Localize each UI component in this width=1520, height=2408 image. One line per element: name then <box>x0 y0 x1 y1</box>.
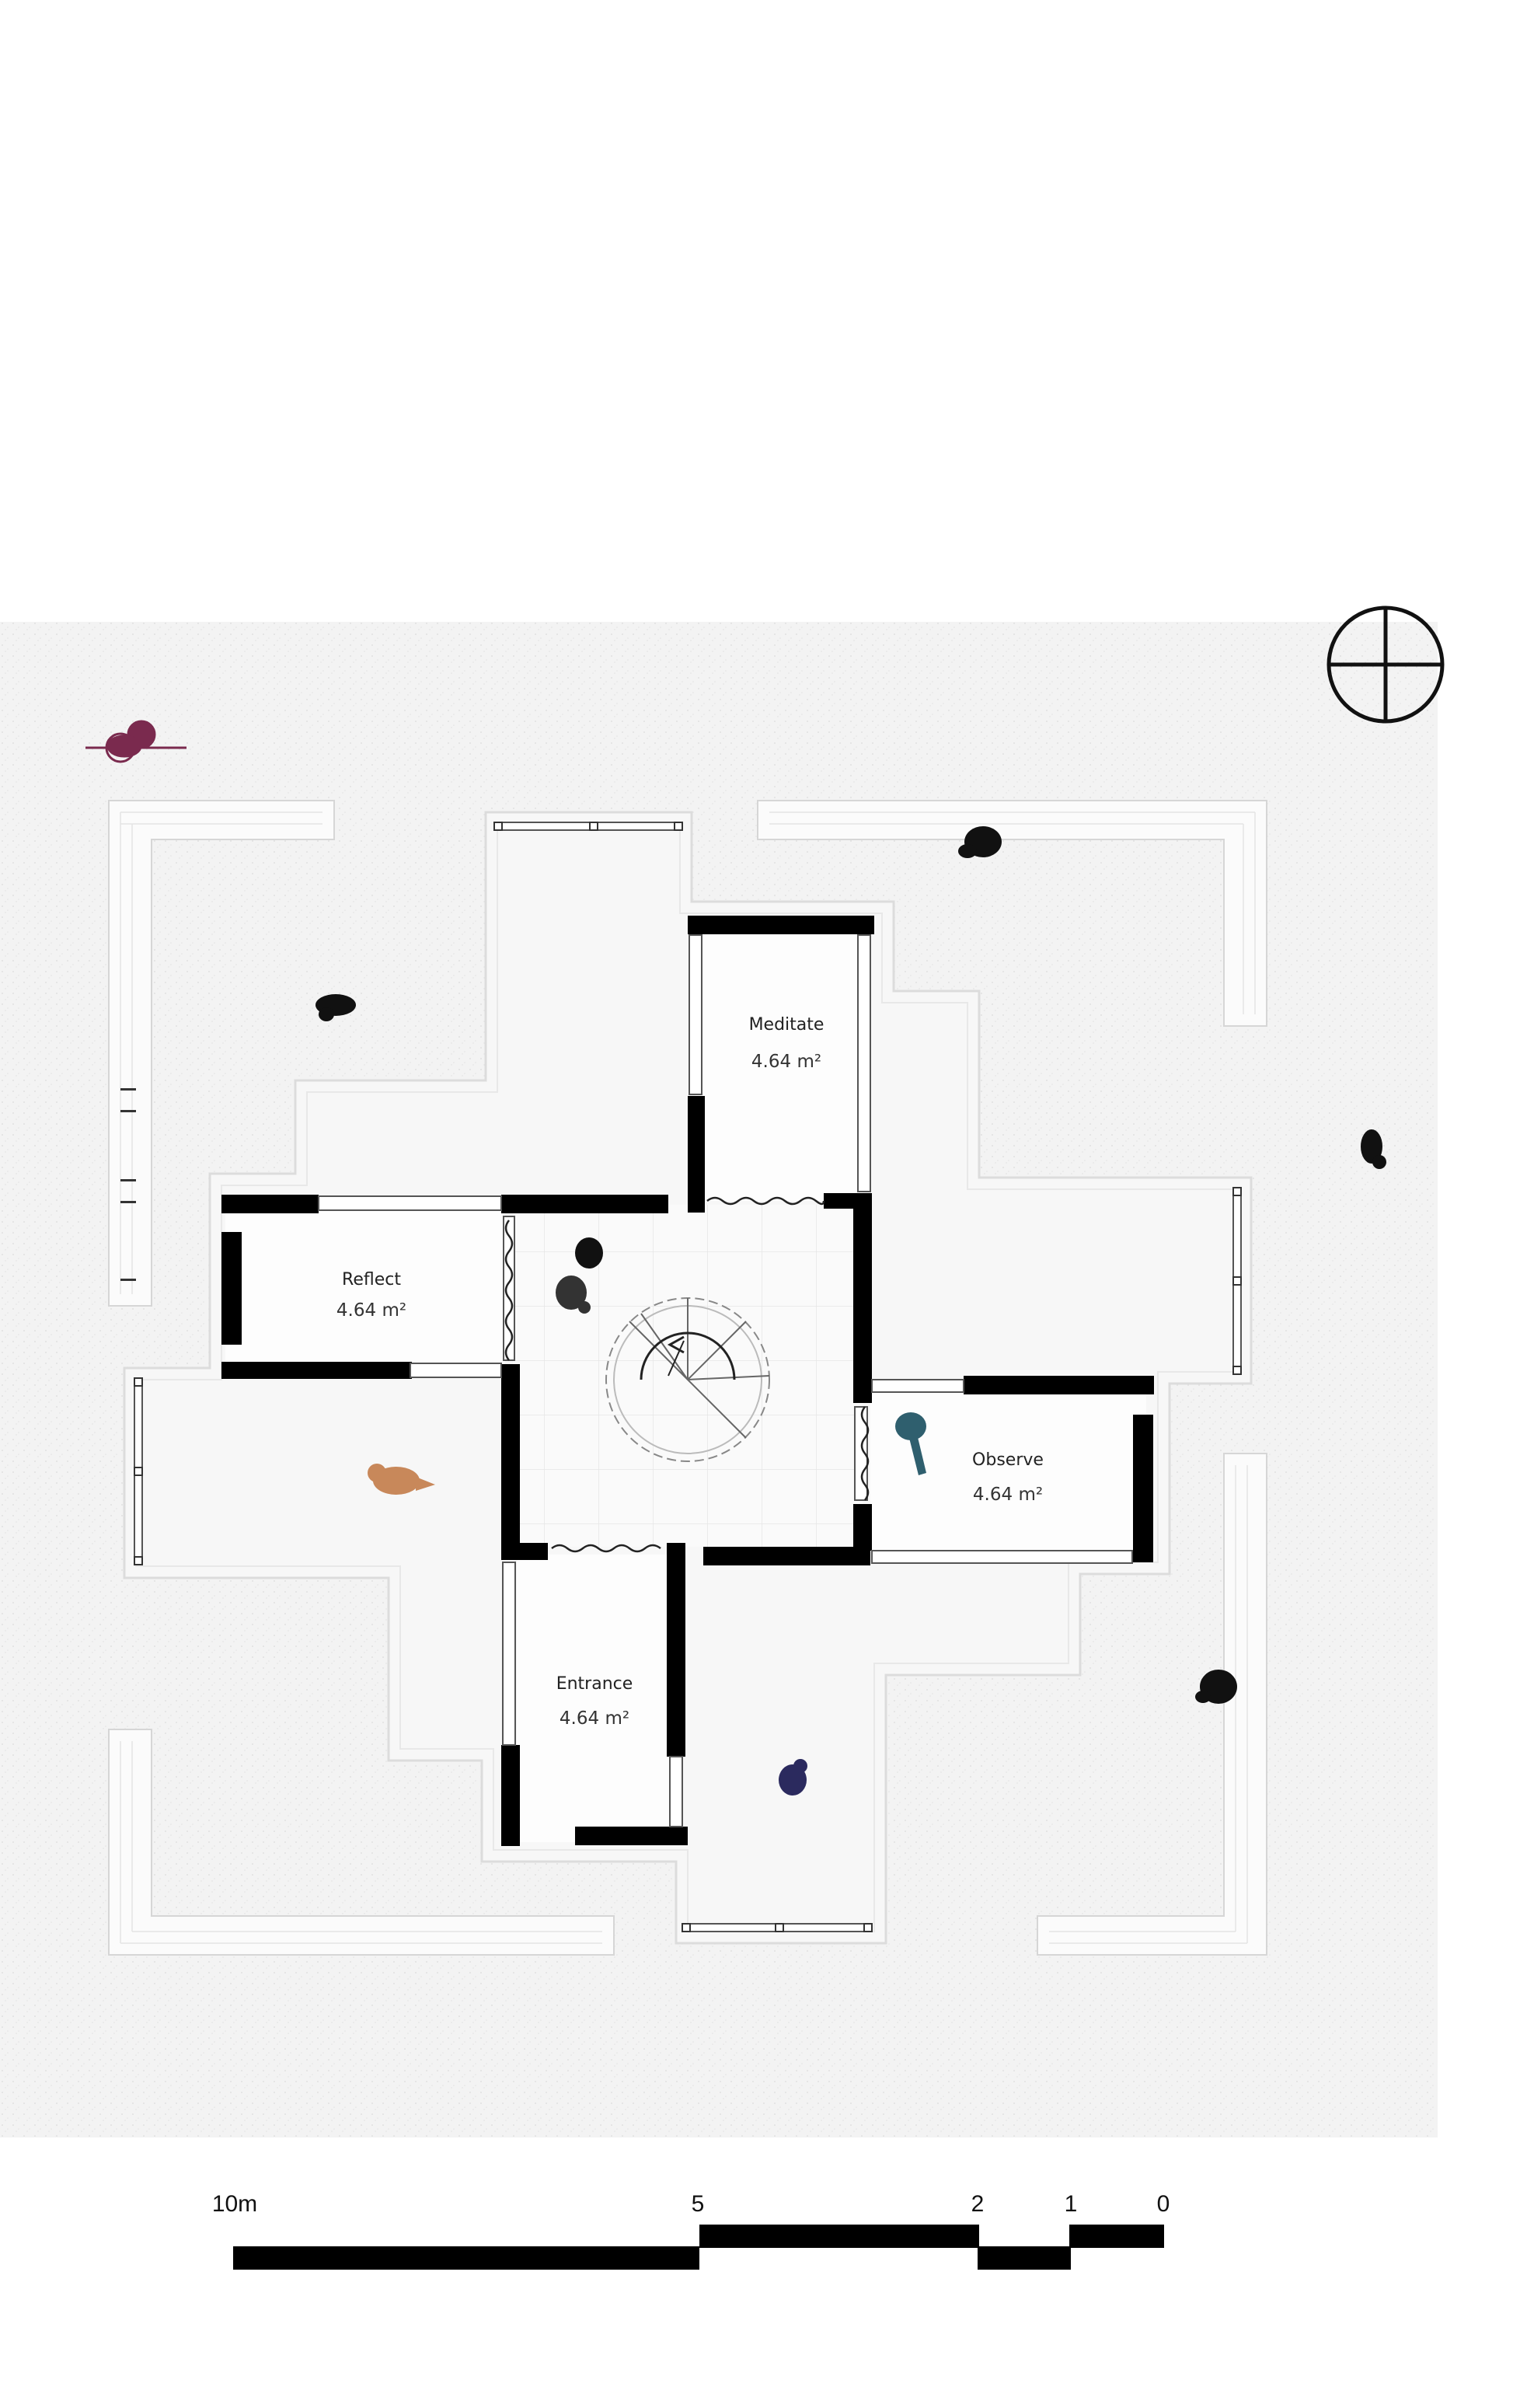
room-name-observe: Observe <box>972 1450 1044 1470</box>
person-figure-icon <box>368 1464 435 1495</box>
reflect-floor <box>225 1205 505 1364</box>
person-figure-icon <box>556 1276 591 1314</box>
room-area-meditate: 4.64 m² <box>751 1052 821 1072</box>
room-name-meditate: Meditate <box>749 1015 824 1035</box>
person-figure-icon <box>1361 1129 1386 1169</box>
entrance-floor <box>517 1555 676 1842</box>
meditate-floor <box>696 933 863 1201</box>
room-area-entrance: 4.64 m² <box>560 1708 629 1729</box>
scale-label-0: 0 <box>1157 2191 1170 2217</box>
person-figure-icon <box>85 720 187 763</box>
north-arrow-icon <box>1327 605 1445 724</box>
person-figure-icon <box>1195 1670 1237 1704</box>
scale-label-2: 2 <box>971 2191 985 2217</box>
scale-segment-10-5 <box>233 2246 699 2270</box>
person-figure-icon <box>895 1412 926 1475</box>
scale-label-1: 1 <box>1065 2191 1078 2217</box>
room-name-reflect: Reflect <box>342 1270 401 1290</box>
curtains <box>504 1196 870 1553</box>
glazing <box>318 934 1133 1827</box>
person-figure-icon <box>316 994 356 1021</box>
scale-segment-1-0 <box>1069 2225 1164 2248</box>
garden-wall-texture <box>120 811 1256 1944</box>
room-name-entrance: Entrance <box>556 1674 633 1694</box>
scale-segment-5-2 <box>699 2225 979 2248</box>
scale-label-5: 5 <box>692 2191 705 2217</box>
person-figure-icon <box>575 1237 603 1269</box>
garden-walls <box>108 800 1267 1956</box>
wall-marks <box>120 1088 136 1281</box>
walls <box>221 916 1154 1846</box>
person-figure-icon <box>779 1759 807 1796</box>
scale-label-10m: 10m <box>212 2191 257 2217</box>
person-figure-icon <box>958 826 1002 858</box>
room-area-observe: 4.64 m² <box>973 1485 1043 1505</box>
scale-bar <box>233 2225 1164 2270</box>
scale-segment-2-1 <box>978 2246 1071 2270</box>
railing-posts <box>134 822 1242 1932</box>
room-area-reflect: 4.64 m² <box>336 1300 406 1321</box>
spiral-stair-icon <box>605 1297 770 1462</box>
